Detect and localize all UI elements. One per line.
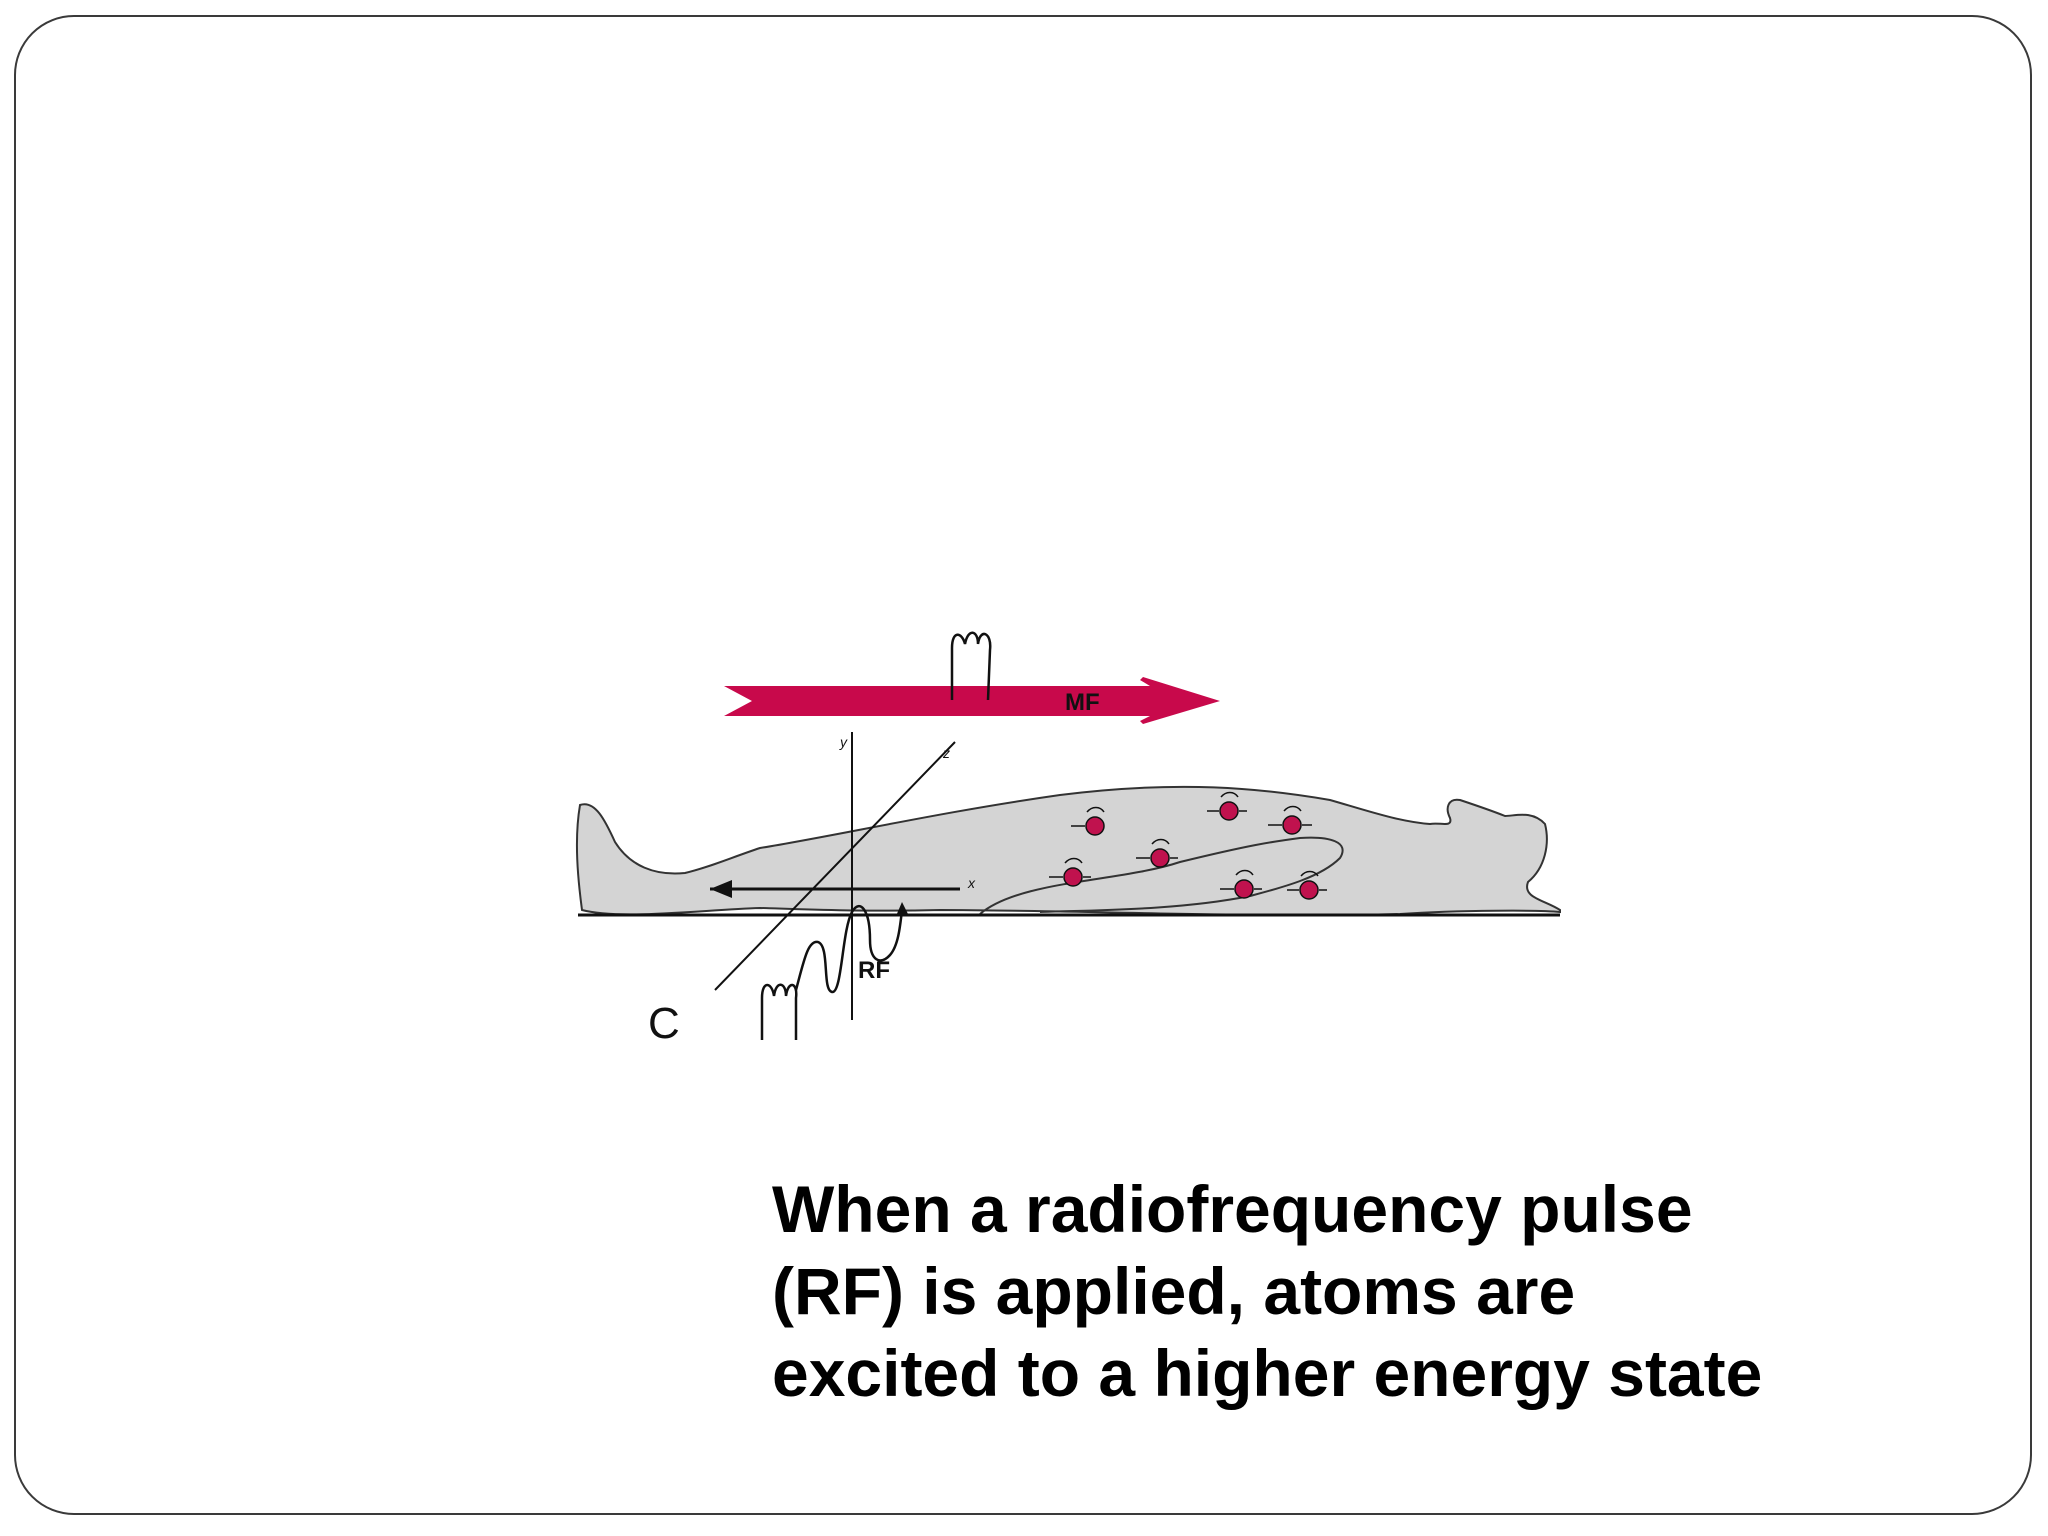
axis-x-label: x — [967, 875, 976, 891]
slide-frame — [14, 15, 2032, 1515]
top-coil-icon — [950, 631, 992, 701]
panel-letter: C — [648, 999, 680, 1048]
rf-wave — [794, 905, 904, 994]
axis-y-label: y — [839, 734, 848, 750]
proton — [1136, 838, 1178, 868]
proton — [1287, 870, 1327, 900]
field-arrow-shape — [724, 677, 1220, 724]
pulse-label: RF — [858, 957, 890, 984]
proton — [1268, 805, 1312, 835]
z-axis — [714, 741, 956, 991]
x-axis-arrowhead — [710, 880, 732, 898]
field-label: MF — [1065, 689, 1100, 716]
proton — [1220, 869, 1262, 899]
proton — [1049, 857, 1091, 887]
rf-wave-arrowhead — [896, 902, 908, 916]
mri-excitation-diagram: y z x MF RF C — [560, 610, 1580, 1070]
proton — [1207, 791, 1247, 821]
slide-caption: When a radiofrequency pulse (RF) is appl… — [772, 1172, 1763, 1410]
proton — [1071, 806, 1105, 836]
axis-z-label: z — [942, 745, 950, 761]
bottom-coil-icon — [760, 983, 798, 1040]
body-silhouette — [575, 785, 1561, 917]
arm-contour — [979, 836, 1344, 915]
